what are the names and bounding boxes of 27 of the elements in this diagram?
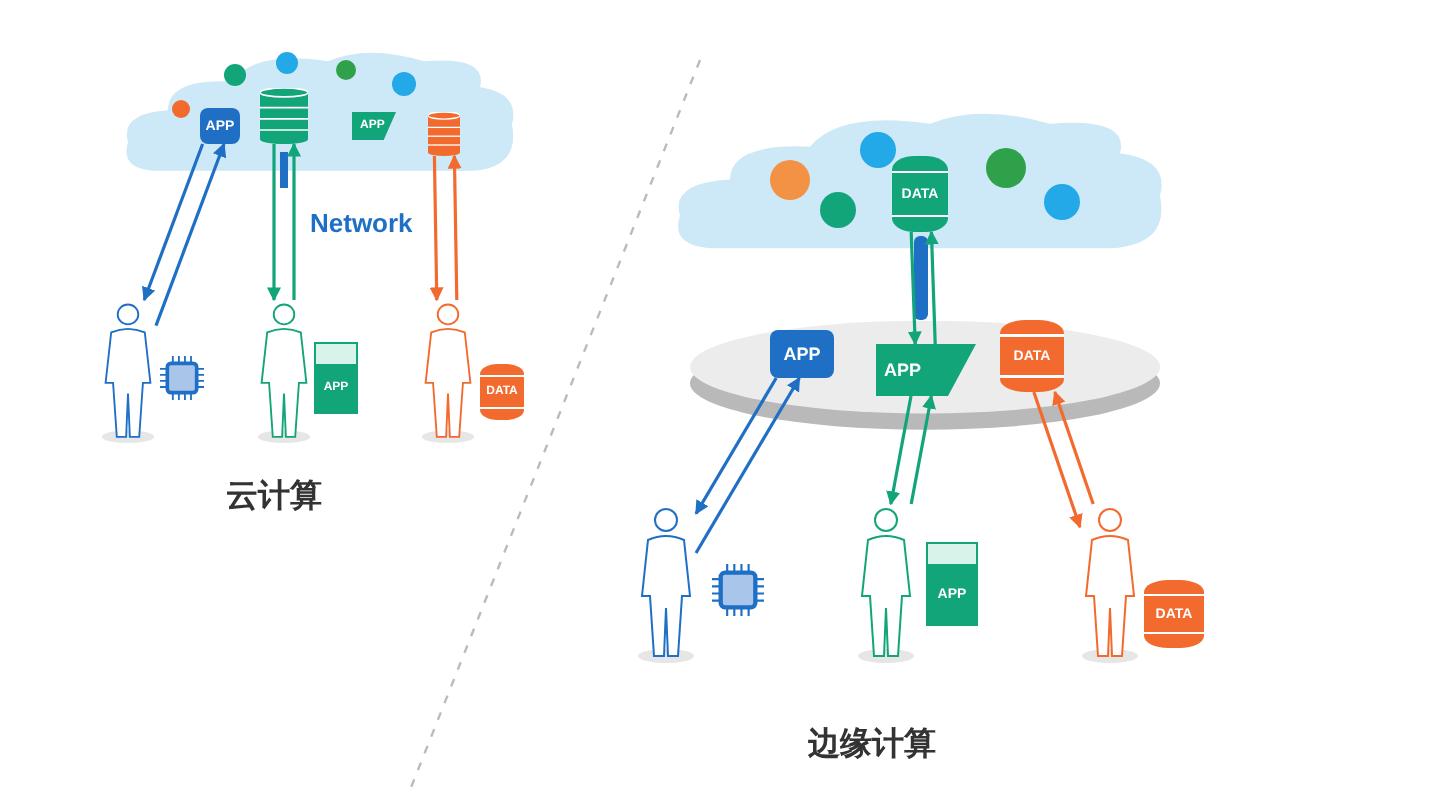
database-icon [260, 88, 308, 144]
arrow [1032, 391, 1083, 529]
arrow [694, 376, 801, 554]
arrow [267, 144, 281, 302]
database-icon [428, 112, 460, 156]
app-tile: APP [770, 330, 834, 378]
person-figure [856, 504, 916, 664]
edge-platform [690, 316, 1160, 432]
arrow [909, 394, 936, 505]
arrow [886, 395, 913, 506]
arrow [142, 143, 205, 302]
arrow [287, 142, 301, 300]
person-figure [420, 300, 476, 444]
arrow [429, 155, 444, 302]
network-label: Network [310, 208, 413, 238]
arrow [1052, 390, 1095, 505]
person-figure [1080, 504, 1140, 664]
person-figure [256, 300, 312, 444]
arrow [447, 154, 462, 301]
caption: 云计算 [226, 477, 322, 518]
arrow [924, 230, 939, 345]
caption: 边缘计算 [808, 725, 936, 766]
arrow [154, 142, 227, 327]
arrow [907, 231, 922, 346]
arrow [694, 377, 778, 515]
person-figure [636, 504, 696, 664]
person-figure [100, 300, 156, 444]
